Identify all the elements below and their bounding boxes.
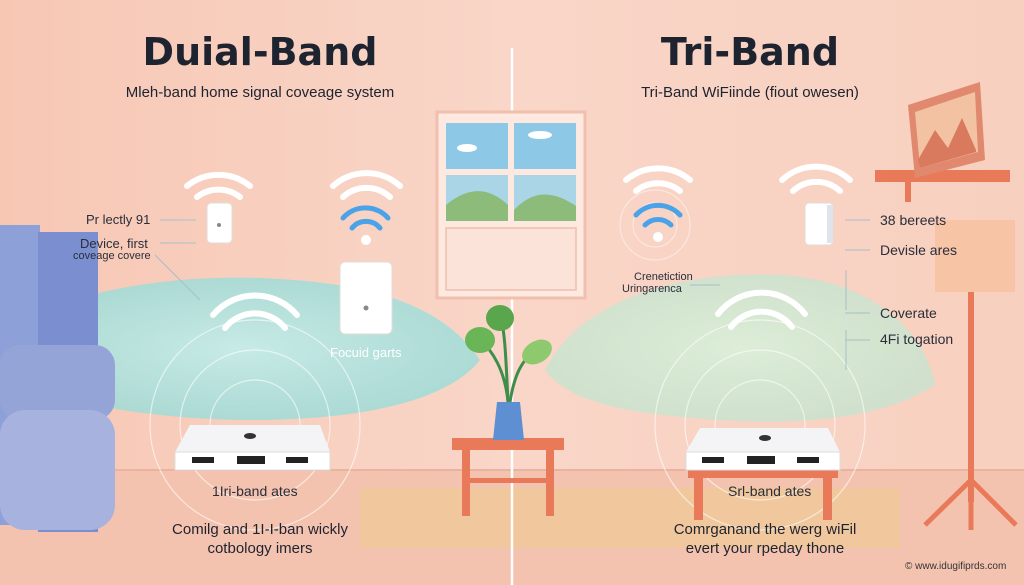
right-label-right-2: Devisle ares bbox=[880, 242, 958, 258]
left-title: Duial-Band bbox=[142, 30, 378, 74]
right-subtitle: Tri-Band WiFiinde (fiout owesen) bbox=[641, 84, 859, 101]
painting bbox=[908, 82, 985, 178]
right-label-1b: Uringarenca bbox=[622, 283, 682, 295]
callout-lines bbox=[154, 219, 870, 370]
left-center-label: Focuid garts bbox=[330, 345, 402, 360]
wifi-arcs-blue bbox=[340, 202, 683, 231]
extender-left-large bbox=[339, 261, 393, 335]
wall-shelf bbox=[875, 170, 1010, 202]
right-bottom-line-2: evert your rpeday thone bbox=[685, 540, 845, 557]
window bbox=[435, 110, 587, 300]
right-coverage-cloud bbox=[545, 274, 935, 422]
right-label-right-1: 38 bereets bbox=[880, 212, 947, 228]
left-bottom-line-1: Comilg and 1I-I-ban wickly bbox=[172, 521, 348, 538]
wifi-arcs-white bbox=[184, 163, 853, 331]
right-bottom-line-1: Comrganand the werg wiFil bbox=[673, 521, 857, 538]
right-small-rings bbox=[619, 189, 691, 261]
extender-left-small bbox=[206, 202, 233, 244]
right-label-right-3: Coverate bbox=[880, 305, 937, 321]
sofa bbox=[0, 225, 115, 532]
left-subtitle: Mleh-band home signal coveage system bbox=[125, 84, 395, 101]
floor-lamp bbox=[923, 220, 1018, 530]
right-label-right-4: 4Fi togation bbox=[880, 331, 954, 347]
credit-text: © www.idugifiprds.com bbox=[905, 561, 1007, 572]
right-router-label: Srl-band ates bbox=[728, 483, 812, 499]
side-table bbox=[452, 438, 564, 516]
router-left bbox=[174, 425, 331, 471]
left-bottom-line-2: cotbology imers bbox=[207, 540, 313, 557]
router-right bbox=[685, 428, 841, 471]
left-label-2b: coveage covere bbox=[73, 250, 151, 262]
extender-right bbox=[804, 202, 834, 246]
left-label-1: Pr lectly 91 bbox=[86, 212, 151, 227]
right-signal-rings bbox=[654, 319, 866, 531]
right-title: Tri-Band bbox=[660, 30, 840, 74]
right-label-1a: Crenetiction bbox=[634, 271, 693, 283]
plant bbox=[465, 305, 552, 440]
left-router-label: 1Iri-band ates bbox=[212, 483, 298, 499]
left-label-2a: Device, first bbox=[80, 236, 148, 251]
